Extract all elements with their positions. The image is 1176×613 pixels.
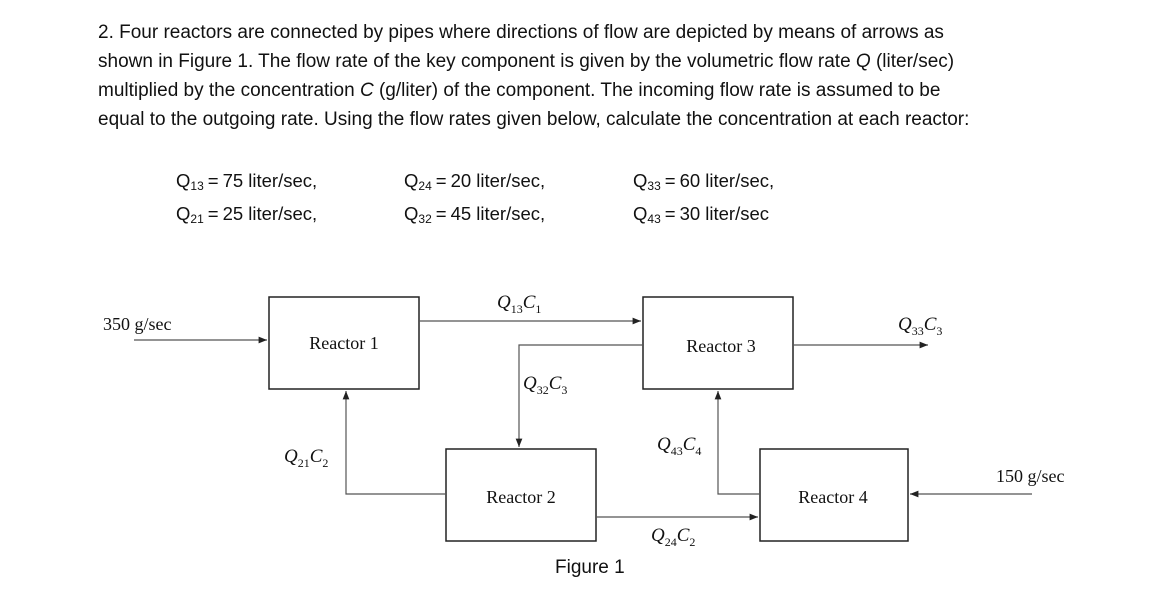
label-q33c3: Q33C3: [898, 314, 942, 338]
label-q24c2: Q24C2: [651, 525, 695, 549]
rate-group-1: Q13=75 liter/sec, Q21=25 liter/sec,: [176, 167, 317, 233]
reactor-4: Reactor 4: [759, 448, 909, 542]
rate-q21: Q21=25 liter/sec,: [176, 203, 318, 226]
label-q21c2: Q21C2: [284, 446, 328, 470]
problem-line-1: 2. Four reactors are connected by pipes …: [98, 22, 944, 43]
reactor-2-label: Reactor 2: [486, 487, 555, 507]
problem-statement: 2. Four reactors are connected by pipes …: [98, 18, 1098, 134]
rate-q13: Q13=75 liter/sec,: [176, 170, 318, 193]
label-q13c1: Q13C1: [497, 292, 541, 316]
reactor-4-label: Reactor 4: [798, 487, 867, 507]
reactor-3-label: Reactor 3: [686, 336, 755, 356]
label-q43c4: Q43C4: [657, 434, 701, 458]
rate-q32: Q32=45 liter/sec,: [404, 203, 546, 226]
reactor-3: Reactor 3: [642, 296, 794, 390]
reactor-1-label: Reactor 1: [309, 333, 378, 353]
rate-q24: Q24=20 liter/sec,: [404, 170, 546, 193]
rate-q33: Q33=60 liter/sec,: [633, 170, 775, 193]
rate-group-3: Q33=60 liter/sec, Q43=30 liter/sec: [633, 167, 774, 233]
rate-q43: Q43=30 liter/sec: [633, 203, 770, 226]
flow-4-to-3-arrow: [714, 391, 760, 495]
reactor-1: Reactor 1: [268, 296, 420, 390]
variable-c: C: [359, 80, 374, 101]
problem-line-2: shown in Figure 1. The flow rate of the …: [98, 51, 955, 72]
flow-2-to-1-arrow: [342, 391, 446, 495]
problem-line-3: multiplied by the concentration C (g/lit…: [98, 80, 941, 101]
figure-caption: Figure 1: [555, 557, 625, 578]
inflow-label-left: 350 g/sec: [103, 314, 171, 334]
rate-group-2: Q24=20 liter/sec, Q32=45 liter/sec,: [404, 167, 545, 233]
problem-line-4: equal to the outgoing rate. Using the fl…: [98, 109, 970, 130]
flow-3-to-2-arrow: [515, 344, 643, 447]
inflow-label-right: 150 g/sec: [996, 466, 1064, 486]
reactor-2: Reactor 2: [445, 448, 597, 542]
variable-q: Q: [855, 51, 871, 72]
label-q32c3: Q32C3: [523, 373, 567, 397]
